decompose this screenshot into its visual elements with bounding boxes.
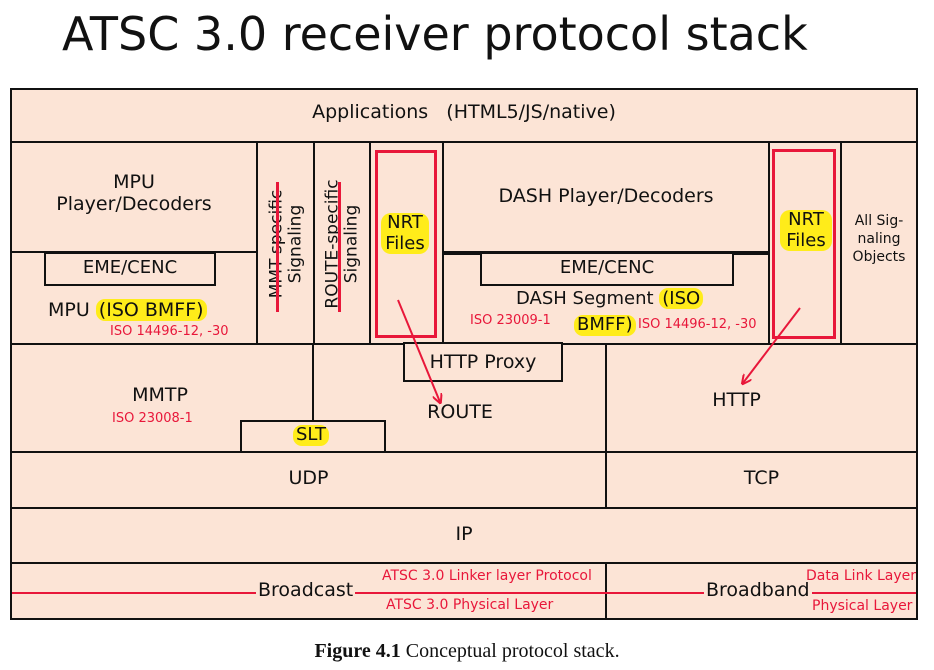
dash-player-label: DASH Player/Decoders [498, 185, 714, 207]
broadband-label: Broadband [704, 579, 812, 602]
dash-segment-prefix: DASH Segment [516, 288, 660, 309]
mmt-signaling-label: MMT-specific Signaling [266, 190, 305, 299]
udp-layer [10, 451, 607, 509]
route-signaling-label: ROUTE-specific Signaling [322, 179, 361, 309]
broadcast-label: Broadcast [256, 579, 356, 602]
applications-layer [10, 88, 918, 143]
tcp-label: TCP [743, 467, 780, 489]
mmt-underline [276, 182, 279, 312]
dash-ref-right: ISO 14496-12, -30 [638, 317, 757, 332]
caption-label: Figure 4.1 [314, 640, 401, 662]
atsc-phys-label: ATSC 3.0 Physical Layer [386, 597, 554, 613]
mpu-prefix: MPU [48, 299, 96, 321]
http-label: HTTP [712, 389, 761, 411]
ip-layer [10, 507, 918, 564]
mpu-iso-bmff-label: MPU (ISO BMFF) [48, 299, 207, 322]
physical-label: Physical Layer [812, 598, 913, 614]
route-label: ROUTE [427, 401, 493, 423]
dash-ref-left: ISO 23009-1 [470, 313, 551, 328]
route-signaling-box [313, 141, 371, 345]
udp-label: UDP [288, 467, 329, 489]
mmtp-route-divider [312, 345, 314, 421]
tcp-layer [605, 451, 918, 509]
page-title: ATSC 3.0 receiver protocol stack [62, 7, 808, 61]
atsc-link-label: ATSC 3.0 Linker layer Protocol [382, 568, 592, 584]
eme-cenc-right-label: EME/CENC [559, 257, 655, 278]
eme-cenc-left-label: EME/CENC [82, 257, 178, 278]
mmtp-ref: ISO 23008-1 [112, 411, 193, 426]
http-proxy-label: HTTP Proxy [429, 351, 537, 373]
caption-text: Conceptual protocol stack. [400, 640, 620, 662]
mmtp-label: MMTP [132, 384, 188, 406]
data-link-label: Data Link Layer [806, 568, 917, 584]
mpu-player-label: MPU Player/Decoders [56, 171, 212, 215]
ip-label: IP [455, 523, 473, 545]
all-signaling-label: All Sig- naling Objects [852, 213, 906, 266]
nrt-right-redbox [772, 149, 836, 339]
dash-segment-label: DASH Segment (ISO [516, 288, 704, 310]
all-signaling-box [840, 141, 918, 345]
dash-iso-highlight: (ISO [659, 288, 704, 309]
mpu-iso-highlight: (ISO BMFF) [95, 299, 207, 321]
dash-bmff-highlight: BMFF) [574, 314, 636, 336]
nrt-files-right-label: NRT Files [780, 209, 832, 252]
mpu-iso-ref: ISO 14496-12, -30 [110, 324, 229, 339]
figure-caption: Figure 4.1 Conceptual protocol stack. [0, 640, 934, 663]
link-physical-line [12, 592, 916, 594]
eme-cenc-right-box [480, 252, 734, 286]
route-underline [338, 182, 341, 312]
applications-label: Applications (HTML5/JS/native) [312, 101, 616, 123]
eme-cenc-left-box [44, 252, 216, 286]
nrt-files-left-label: NRT Files [381, 212, 429, 255]
slt-label: SLT [293, 424, 329, 446]
dash-area-box [442, 141, 770, 345]
